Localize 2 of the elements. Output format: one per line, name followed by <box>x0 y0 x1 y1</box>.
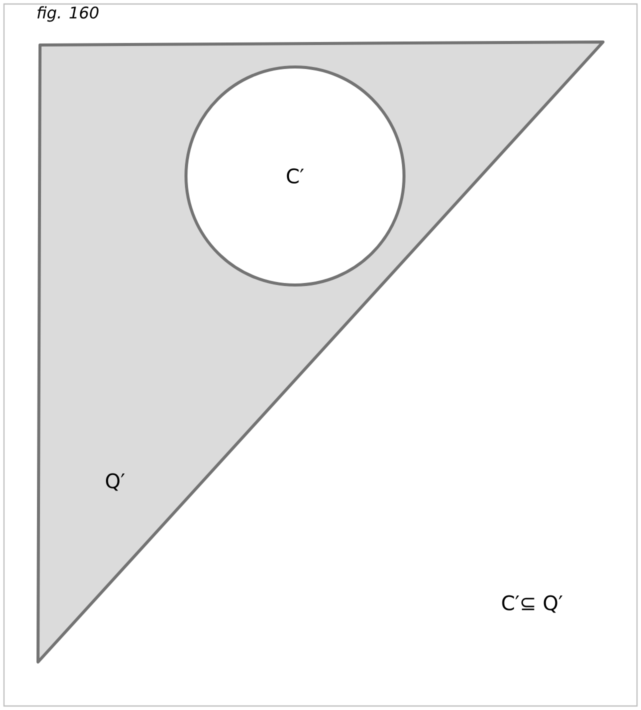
inclusion-statement: C′⊆ Q′ <box>502 595 562 613</box>
figure-number: fig. 160 <box>38 6 98 22</box>
